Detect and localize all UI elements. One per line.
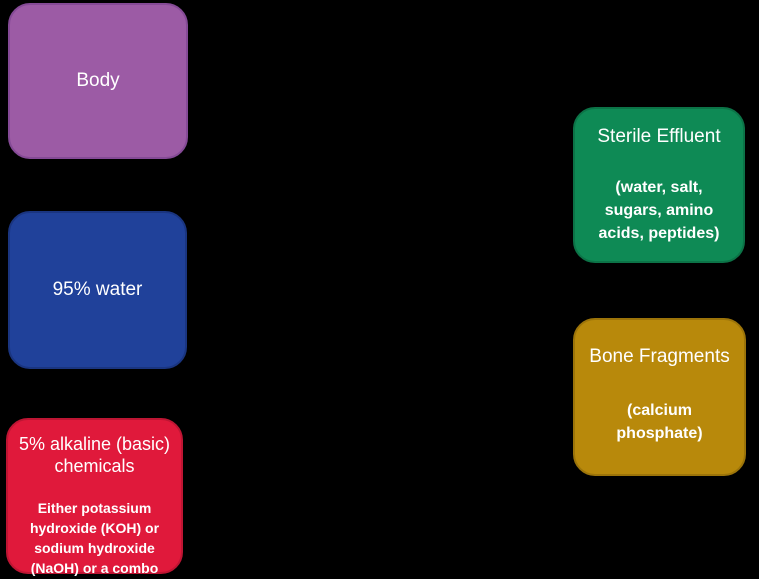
- body-box: Body: [8, 3, 188, 159]
- water-box: 95% water: [8, 211, 187, 369]
- alkaline-chemicals-box: 5% alkaline (basic) chemicals Either pot…: [6, 418, 183, 576]
- alkaline-chemicals-box-subtitle: Either potassium hydroxide (KOH) or sodi…: [29, 500, 160, 576]
- bone-fragments-box-subtitle: (calcium phosphate): [616, 402, 703, 442]
- sterile-effluent-box-subtitle: (water, salt, sugars, amino acids, pepti…: [598, 179, 720, 242]
- bone-fragments-box-title: Bone Fragments: [589, 346, 730, 367]
- sterile-effluent-box-title: Sterile Effluent: [597, 126, 721, 147]
- body-box-title: Body: [76, 70, 120, 91]
- alkaline-chemicals-box-title: 5% alkaline (basic) chemicals: [18, 434, 171, 476]
- sterile-effluent-box: Sterile Effluent (water, salt, sugars, a…: [573, 107, 745, 263]
- bone-fragments-box: Bone Fragments (calcium phosphate): [573, 318, 746, 476]
- water-box-title: 95% water: [52, 279, 143, 300]
